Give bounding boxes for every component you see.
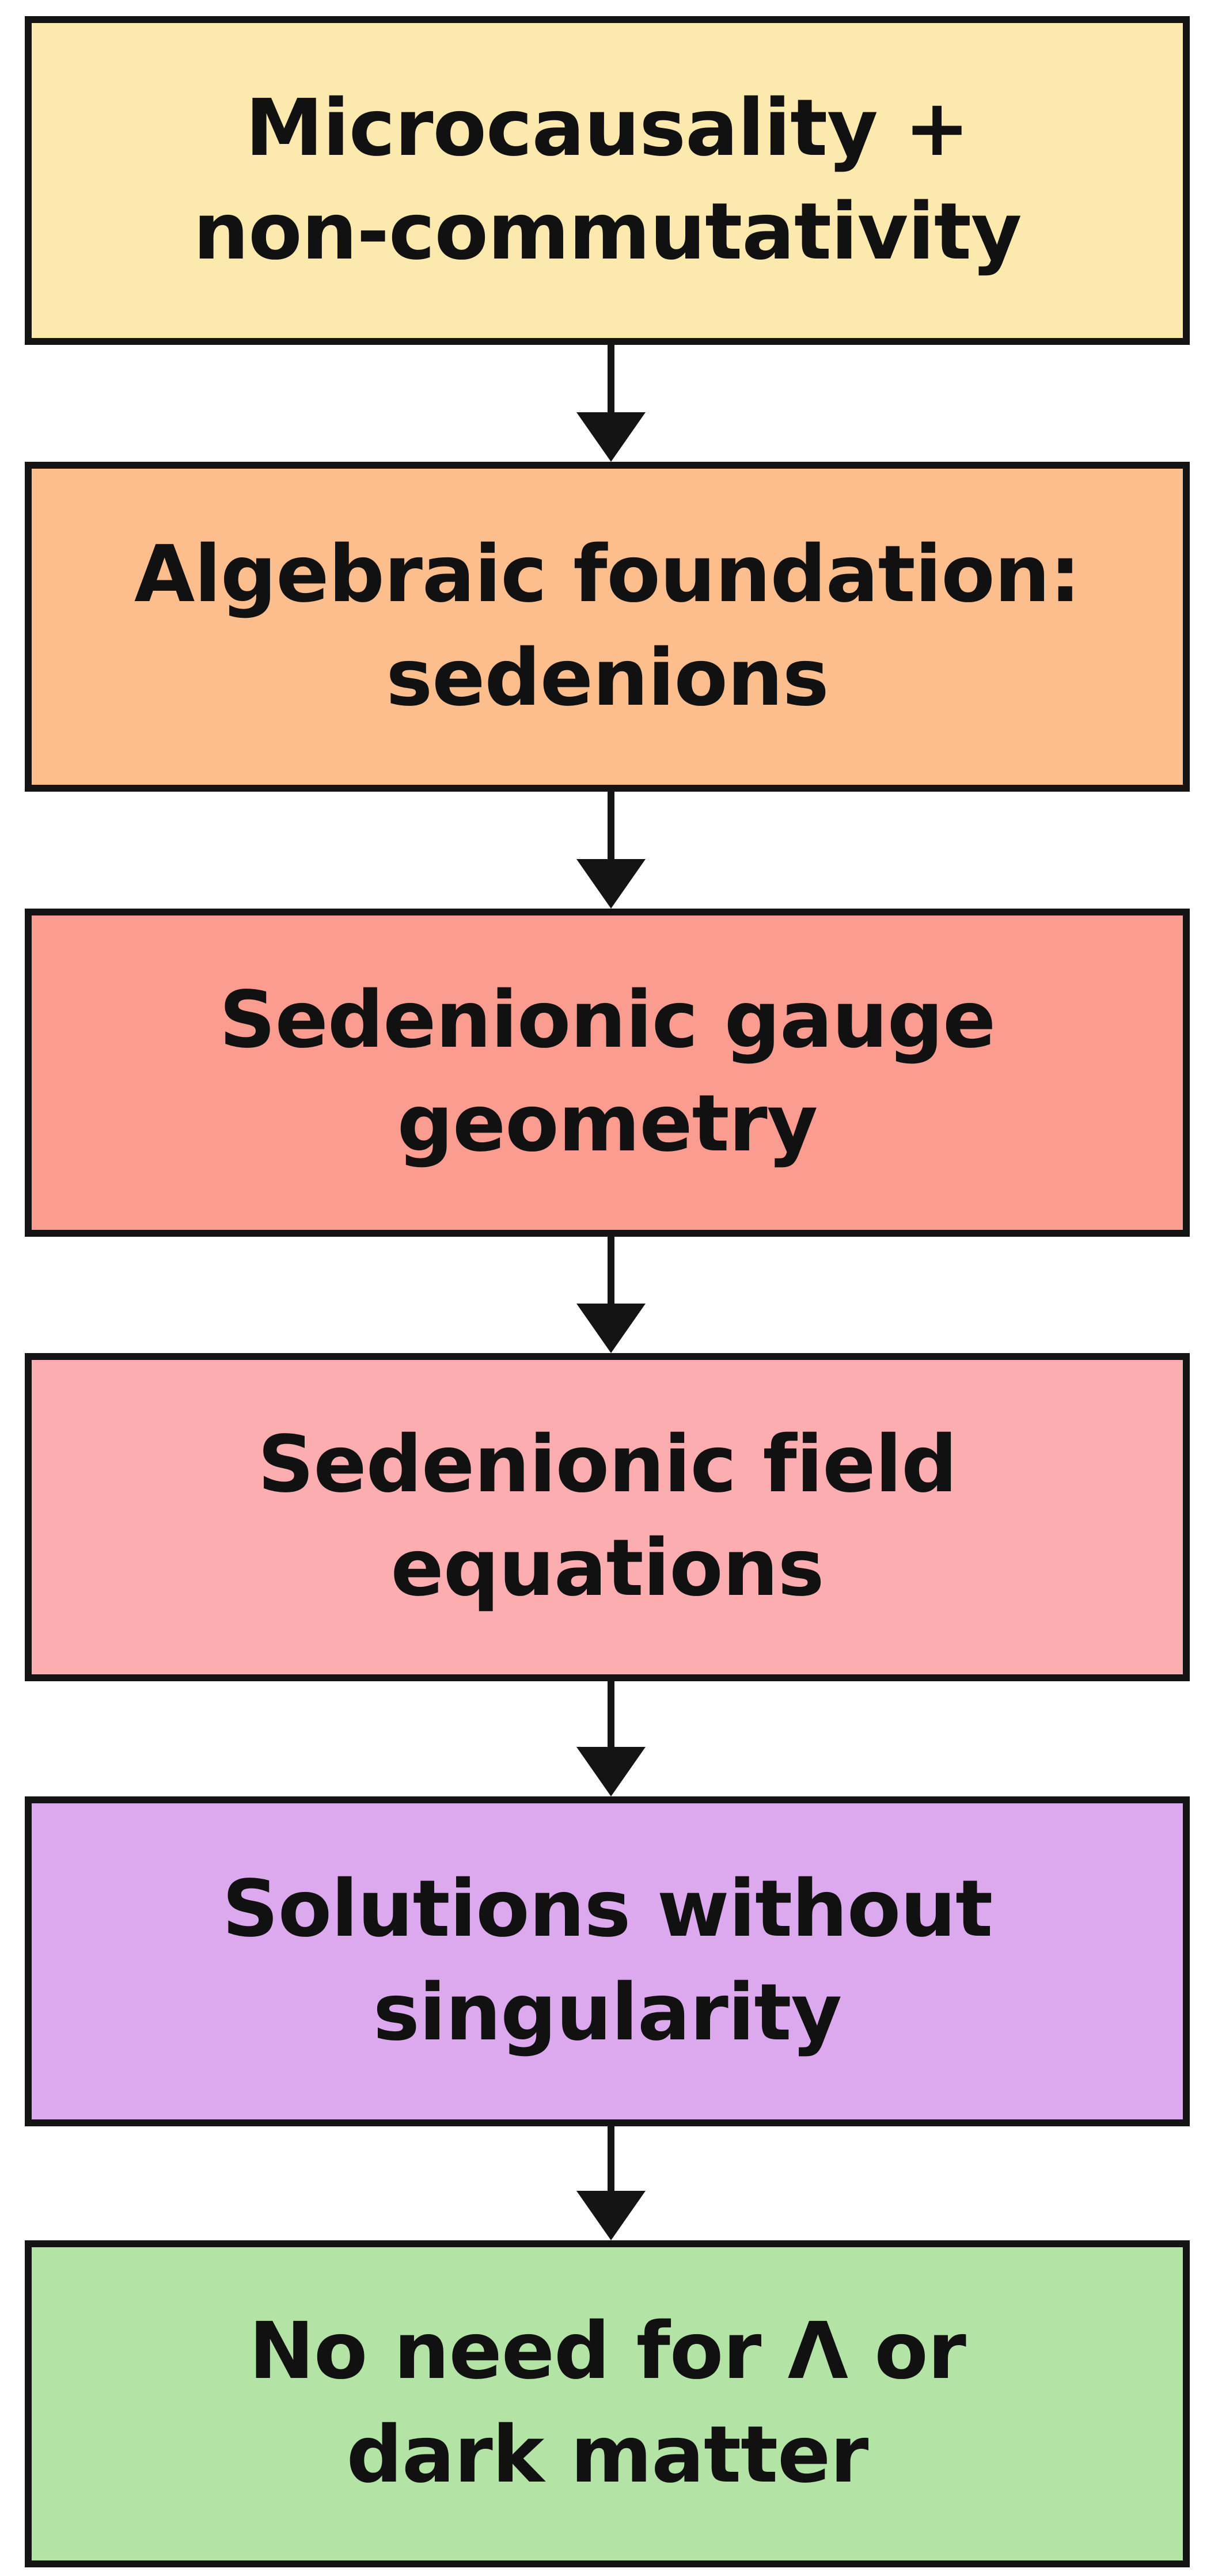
node-no-lambda-line-2: dark matter xyxy=(346,2410,869,2501)
node-microcausality: Microcausality + non-commutativity xyxy=(25,16,1190,345)
arrow-3 xyxy=(576,1237,646,1353)
arrow-2-head-icon xyxy=(576,859,646,909)
arrow-4 xyxy=(576,1681,646,1796)
node-no-lambda: No need for Λ or dark matter xyxy=(25,2240,1190,2567)
node-solutions-line-1: Solutions without xyxy=(222,1863,993,1955)
node-no-lambda-line-1: No need for Λ or xyxy=(249,2306,966,2398)
node-field-equations-line-1: Sedenionic field xyxy=(257,1419,957,1511)
node-gauge-geometry-line-2: geometry xyxy=(397,1078,818,1169)
arrow-1-head-icon xyxy=(576,412,646,462)
node-microcausality-line-1: Microcausality + xyxy=(245,82,970,174)
arrow-2 xyxy=(576,792,646,909)
node-gauge-geometry: Sedenionic gauge geometry xyxy=(25,909,1190,1237)
arrow-4-head-icon xyxy=(576,1747,646,1796)
node-algebraic-foundation-line-1: Algebraic foundation: xyxy=(134,529,1081,620)
arrow-1 xyxy=(576,345,646,462)
arrow-3-head-icon xyxy=(576,1304,646,1353)
arrow-5 xyxy=(576,2126,646,2240)
arrow-5-head-icon xyxy=(576,2191,646,2240)
node-solutions: Solutions without singularity xyxy=(25,1796,1190,2126)
node-field-equations: Sedenionic field equations xyxy=(25,1353,1190,1681)
node-field-equations-line-2: equations xyxy=(390,1523,824,1614)
node-algebraic-foundation-line-2: sedenions xyxy=(386,632,829,724)
node-microcausality-line-2: non-commutativity xyxy=(193,186,1022,278)
node-solutions-line-2: singularity xyxy=(373,1967,842,2058)
node-gauge-geometry-line-1: Sedenionic gauge xyxy=(219,975,996,1066)
node-algebraic-foundation: Algebraic foundation: sedenions xyxy=(25,462,1190,792)
